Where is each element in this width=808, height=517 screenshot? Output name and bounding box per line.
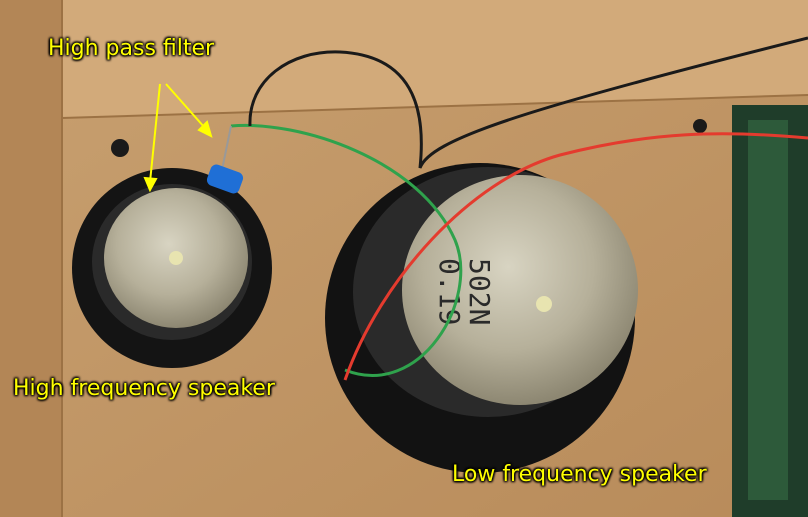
red-wire xyxy=(343,132,808,381)
high-pass-filter-label: High pass filter xyxy=(48,36,215,61)
black-wire xyxy=(248,36,808,169)
capacitor xyxy=(206,125,244,194)
high-frequency-speaker xyxy=(72,168,272,368)
box-top-wall xyxy=(62,0,808,118)
low-frequency-speaker-label: Low frequency speaker xyxy=(452,462,707,487)
box-left-wall xyxy=(0,0,62,517)
speaker-marking-line1: 502N xyxy=(463,258,496,325)
circuit-board-traces xyxy=(748,120,788,500)
low-frequency-speaker: 502N 0.19 xyxy=(325,163,638,473)
high-frequency-speaker-label: High frequency speaker xyxy=(13,376,275,401)
green-wire xyxy=(230,123,463,377)
screw-icon xyxy=(111,139,129,157)
box-edge xyxy=(61,94,808,119)
annotation-arrows xyxy=(143,83,213,193)
screw-icon xyxy=(693,119,707,133)
